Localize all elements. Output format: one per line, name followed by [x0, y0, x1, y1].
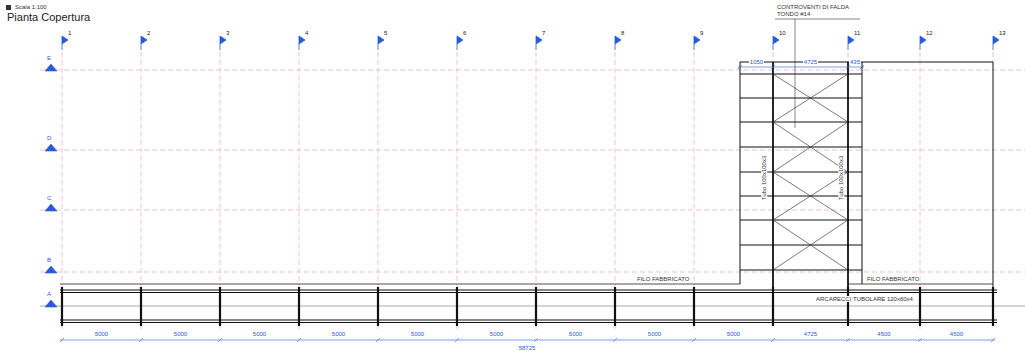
grid-triangle	[45, 64, 57, 307]
building-line	[60, 284, 993, 285]
building-line-label: FILO FABBRICATO	[636, 276, 690, 282]
grid-number: 12	[925, 30, 934, 36]
member-label: ARCARECCI TUBOLARE 120x60x4	[815, 296, 914, 302]
building-line-label: FILO FABBRICATO	[866, 276, 920, 282]
grid-number: 10	[778, 30, 787, 36]
dimension: 435	[849, 59, 861, 65]
beam	[60, 290, 997, 323]
dimension: 5000	[410, 331, 425, 337]
grid-number: 11	[853, 30, 861, 36]
member-label: Tubo 100x100x3	[761, 155, 767, 201]
grid-number: 5	[383, 30, 388, 36]
grid-letter: B	[46, 257, 52, 263]
dimension: 5000	[252, 331, 267, 337]
grid-number: 4	[304, 30, 309, 36]
grid-letter: C	[46, 195, 52, 201]
dimension: 5000	[647, 331, 662, 337]
bay-column	[773, 62, 848, 322]
dimension: 5000	[331, 331, 346, 337]
dimension: 5000	[726, 331, 741, 337]
grid-number: 9	[699, 30, 704, 36]
dimension: 1050	[749, 59, 764, 65]
grid-letter: A	[46, 291, 52, 297]
dimension: 5000	[94, 331, 109, 337]
grid-line	[40, 52, 1025, 330]
grid-number: 7	[541, 30, 546, 36]
grid-line	[40, 306, 1025, 307]
dimension: 5000	[568, 331, 583, 337]
bay-outline	[740, 62, 993, 290]
grid-flag	[62, 36, 999, 50]
dimension: 5000	[489, 331, 504, 337]
member-label: Tubo 100x100x3	[838, 155, 844, 201]
dimension: 4725	[803, 331, 818, 337]
dimension: 4500	[949, 331, 964, 337]
dimension-line	[60, 338, 995, 342]
dimension-line	[738, 65, 864, 69]
grid-number: 6	[462, 30, 467, 36]
scale-note: Scala 1:100	[14, 4, 48, 10]
grid-number: 1	[67, 30, 72, 36]
grid-letter: E	[46, 55, 52, 61]
dimension: 58725	[518, 345, 537, 351]
purlin	[740, 74, 862, 270]
callout-note: CONTROVENTI DI FALDA	[776, 4, 850, 10]
scale-marker	[6, 5, 11, 10]
grid-letter: D	[46, 135, 52, 141]
leader-line	[775, 19, 860, 128]
column	[62, 287, 993, 326]
bracing	[773, 74, 848, 270]
dimension: 5000	[173, 331, 188, 337]
grid-number: 8	[620, 30, 625, 36]
dimension: 4500	[876, 331, 891, 337]
dimension: 4725	[803, 59, 818, 65]
callout-note: TONDO #14	[776, 11, 811, 17]
grid-number: 2	[146, 30, 151, 36]
drawing-title: Pianta Copertura	[6, 12, 91, 23]
grid-number: 13	[998, 30, 1007, 36]
grid-number: 3	[225, 30, 230, 36]
